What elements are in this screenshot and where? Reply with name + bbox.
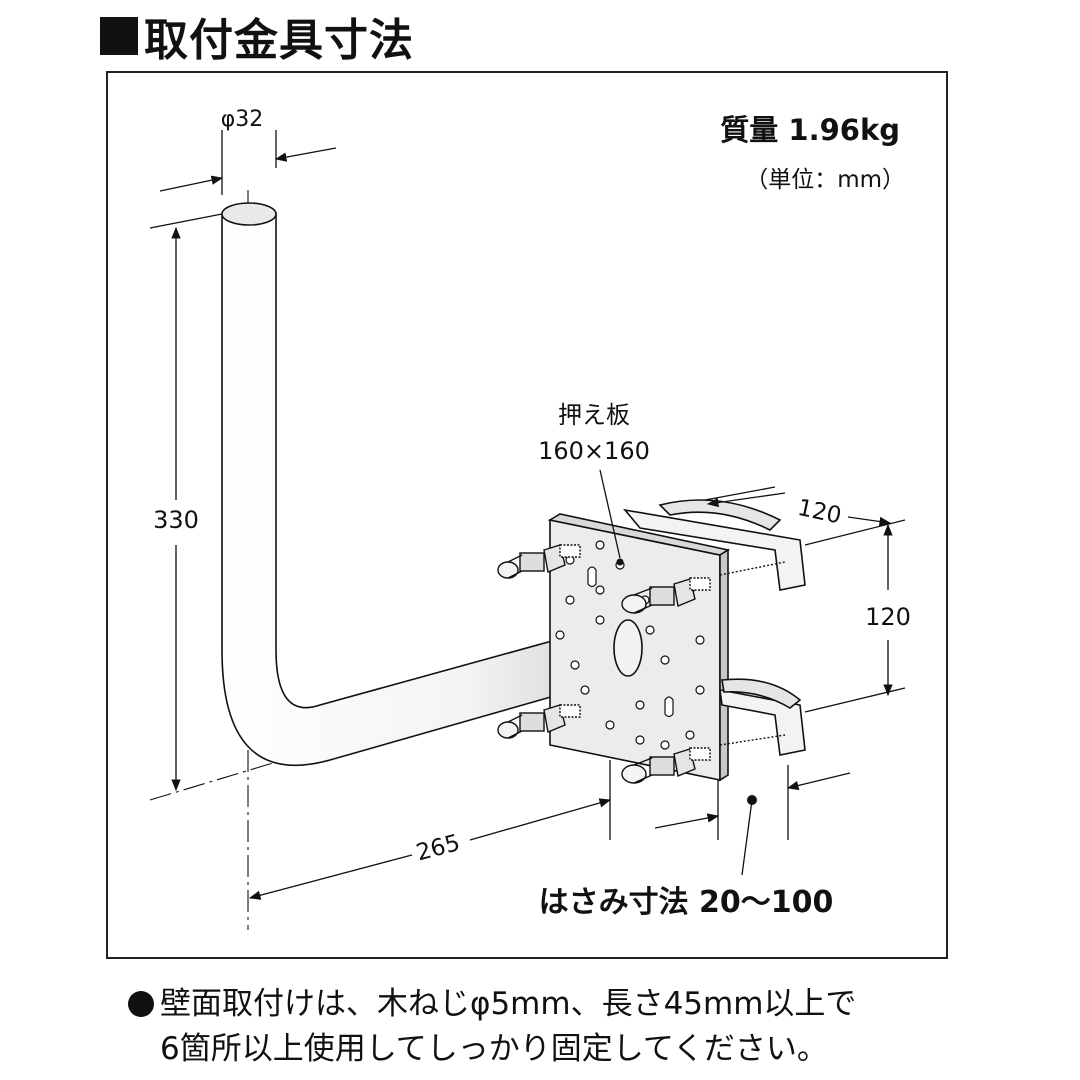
bracket-spacing-dimension [804, 523, 906, 713]
height-dimension [149, 213, 223, 792]
plate-leader-line [599, 469, 621, 559]
bolts [497, 544, 786, 784]
reach-dimension [248, 760, 612, 900]
clamp-range-label: はさみ寸法 20～100 [539, 885, 834, 920]
install-note-line-1: 壁面取付けは、木ねじφ5mm、長さ45mm以上で [128, 982, 1028, 1026]
bracket-spacing-label: 120 [865, 603, 911, 631]
u-bracket-upper [622, 499, 806, 591]
install-note-text-1: 壁面取付けは、木ねじφ5mm、長さ45mm以上で [160, 986, 857, 1022]
page-title: 取付金具寸法 [100, 8, 414, 66]
clamp-range-dimension [654, 765, 851, 876]
height-label: 330 [153, 506, 199, 534]
install-note-line-2: 6箇所以上使用してしっかり固定してください。 [160, 1031, 828, 1067]
bullet-icon [128, 991, 154, 1017]
title-text: 取付金具寸法 [144, 15, 414, 66]
clamp-leader-dot [747, 795, 757, 805]
bracket-depth-label: 120 [795, 495, 843, 530]
plate-label: 押え板 [558, 401, 630, 429]
u-bracket-lower [719, 678, 806, 756]
mass-label: 質量 1.96kg [720, 113, 900, 147]
drawing-frame [106, 71, 948, 959]
l-shaped-pipe [221, 202, 629, 766]
pipe-diameter-dimension [159, 130, 337, 195]
plate-leader-dot [616, 558, 624, 566]
unit-label: （単位：mm） [745, 167, 905, 193]
plate-size-label: 160×160 [538, 437, 650, 465]
reach-label: 265 [414, 830, 463, 866]
pipe-diameter-label: φ32 [221, 107, 264, 132]
title-square-icon [100, 17, 138, 55]
